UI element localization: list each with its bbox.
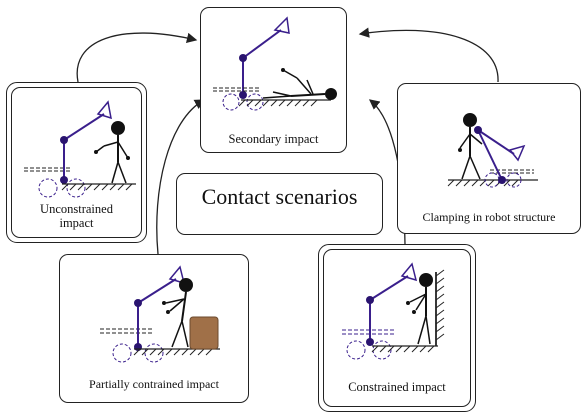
scenario-clamping-in-robot-structure: Clamping in robot structure bbox=[397, 83, 581, 234]
center-title-box: Contact scenarios bbox=[176, 173, 383, 235]
secondary-impact-label: Secondary impact bbox=[228, 132, 319, 146]
arrow-unconstrained-to-secondary bbox=[76, 32, 198, 83]
unconstrained-impact-label-line2: impact bbox=[59, 216, 94, 230]
scenario-constrained-impact: Constrained impact bbox=[323, 249, 471, 407]
obstacle-box bbox=[189, 316, 219, 350]
partially-constrained-illustration bbox=[100, 265, 220, 363]
clamping-label: Clamping in robot structure bbox=[422, 210, 556, 224]
unconstrained-impact-label-line1: Unconstrained bbox=[40, 202, 113, 216]
partially-constrained-label: Partially contrained impact bbox=[89, 377, 219, 391]
scenario-partially-constrained-impact: Partially contrained impact bbox=[59, 254, 249, 403]
constrained-illustration bbox=[342, 262, 445, 360]
arrow-partial-to-secondary bbox=[156, 99, 206, 255]
arrow-clamping-to-secondary bbox=[358, 27, 499, 83]
unconstrained-impact-illustration bbox=[24, 100, 136, 198]
unconstrained-impact-label: Unconstrained impact bbox=[12, 202, 141, 230]
clamping-illustration bbox=[447, 113, 538, 188]
constrained-impact-label: Constrained impact bbox=[348, 380, 446, 394]
scenario-secondary-impact: Secondary impact bbox=[200, 7, 347, 153]
secondary-impact-illustration bbox=[213, 16, 337, 111]
scenario-unconstrained-impact: Unconstrained impact bbox=[11, 87, 142, 238]
center-title: Contact scenarios bbox=[201, 184, 358, 209]
